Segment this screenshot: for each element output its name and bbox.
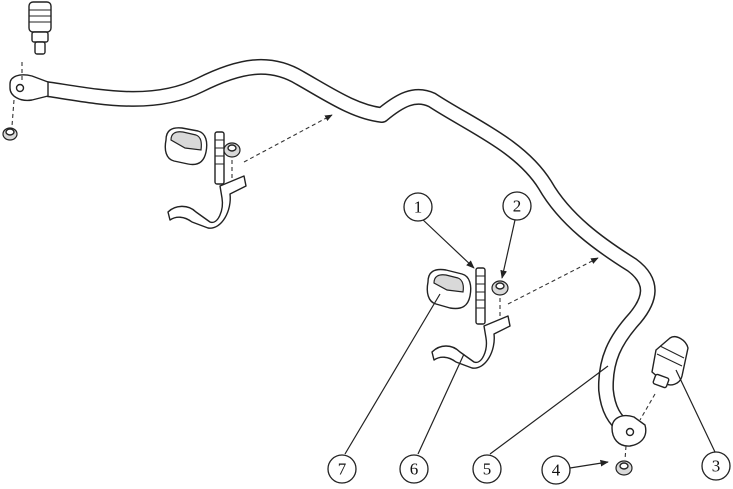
leader-lines [344, 217, 716, 469]
bracket-assembly-lower [426, 257, 599, 369]
callout-label: 3 [712, 457, 721, 476]
callout-label: 4 [552, 461, 561, 480]
callout-label: 1 [414, 198, 423, 217]
callout-7: 7 [327, 454, 357, 484]
callout-1: 1 [403, 192, 433, 222]
callout-label: 6 [410, 460, 419, 479]
callout-6: 6 [399, 454, 429, 484]
callout-5: 5 [472, 454, 502, 484]
callout-2: 2 [502, 191, 532, 221]
callout-4: 4 [541, 455, 571, 485]
stabilizer-bar [9, 58, 656, 447]
callout-label: 7 [338, 460, 347, 479]
callout-3: 3 [701, 451, 731, 481]
bracket-assembly-upper [164, 114, 333, 229]
stabilizer-link-right [639, 336, 689, 421]
nut-right [615, 445, 633, 476]
callout-label: 2 [513, 197, 522, 216]
callout-label: 5 [483, 460, 492, 479]
stabilizer-link-left [21, 1, 52, 82]
nut-left [2, 99, 18, 141]
